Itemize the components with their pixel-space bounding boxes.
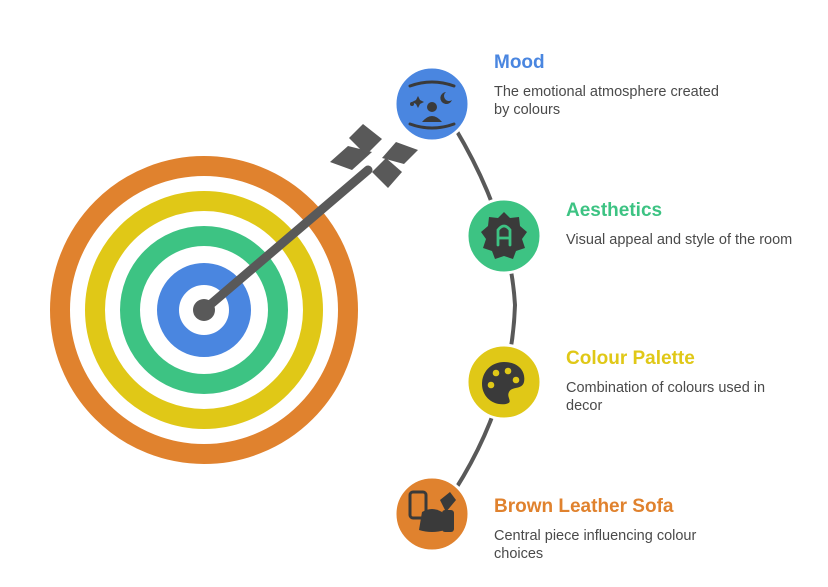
letter-a-badge-icon — [465, 197, 543, 275]
item-sofa: Brown Leather Sofa Central piece influen… — [494, 495, 794, 563]
item-aesthetics-title: Aesthetics — [566, 200, 663, 221]
item-palette: Colour Palette Combination of colours us… — [566, 347, 828, 415]
item-sofa-title: Brown Leather Sofa — [494, 496, 674, 517]
item-sofa-description: Central piece influencing colour choices — [494, 528, 697, 562]
item-palette-title: Colour Palette — [566, 348, 695, 369]
target-ring-yellow — [85, 191, 323, 429]
item-aesthetics: Aesthetics Visual appeal and style of th… — [566, 199, 828, 249]
item-palette-description: Combination of colours used in decor — [566, 380, 766, 414]
item-mood: Mood The emotional atmosphere created by… — [494, 51, 794, 119]
item-mood-description: The emotional atmosphere created by colo… — [494, 84, 719, 118]
target-ring-blue — [157, 263, 251, 357]
item-aesthetics-description: Visual appeal and style of the room — [566, 232, 793, 248]
connector-arc — [453, 126, 518, 492]
paint-palette-icon — [465, 343, 543, 421]
target-ring-orange — [50, 156, 358, 464]
target-ring-green — [120, 226, 288, 394]
item-mood-title: Mood — [494, 52, 545, 73]
mood-icon — [393, 65, 471, 143]
sofa-icon — [393, 475, 471, 553]
arrow-icon — [193, 124, 418, 321]
target — [50, 156, 358, 464]
